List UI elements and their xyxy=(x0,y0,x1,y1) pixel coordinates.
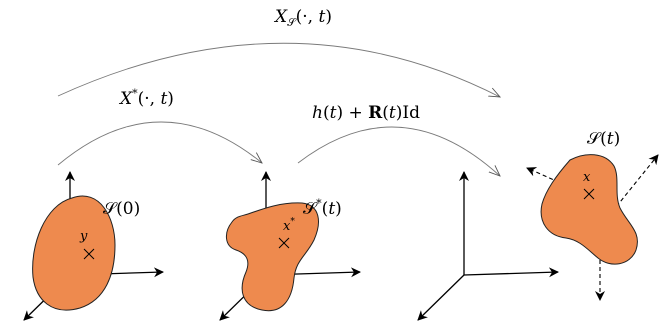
frame-initial: y 𝒮(0) xyxy=(23,171,164,321)
body-current-group: x 𝒮(t) xyxy=(526,129,659,301)
moving-axis-2 xyxy=(611,154,659,213)
axis-depth xyxy=(417,274,465,321)
frame-current xyxy=(417,171,559,321)
point-marker-initial xyxy=(83,248,95,260)
body-reference xyxy=(226,202,319,312)
point-label-initial: y xyxy=(79,229,88,244)
axis-horizontal xyxy=(463,267,559,278)
body-current xyxy=(540,154,638,265)
transport-map-arrow xyxy=(57,42,500,97)
transport-map-label: X𝒮(·, t) xyxy=(273,7,332,29)
point-marker-reference xyxy=(278,237,290,249)
point-label-current: x xyxy=(583,170,591,185)
reference-map-label: X*(·, t) xyxy=(118,87,174,109)
point-marker-current xyxy=(583,188,595,200)
rigid-motion-arrow xyxy=(297,126,500,176)
rigid-motion-label: h(t) + R(t)Id xyxy=(312,103,420,123)
domain-label-initial: 𝒮(0) xyxy=(103,199,140,219)
body-initial xyxy=(32,195,116,311)
domain-label-current: 𝒮(t) xyxy=(587,129,620,149)
reference-map-arrow xyxy=(57,121,262,166)
domain-label-reference: 𝒮*(t) xyxy=(303,197,342,219)
frame-reference: x* 𝒮*(t) xyxy=(219,171,361,321)
